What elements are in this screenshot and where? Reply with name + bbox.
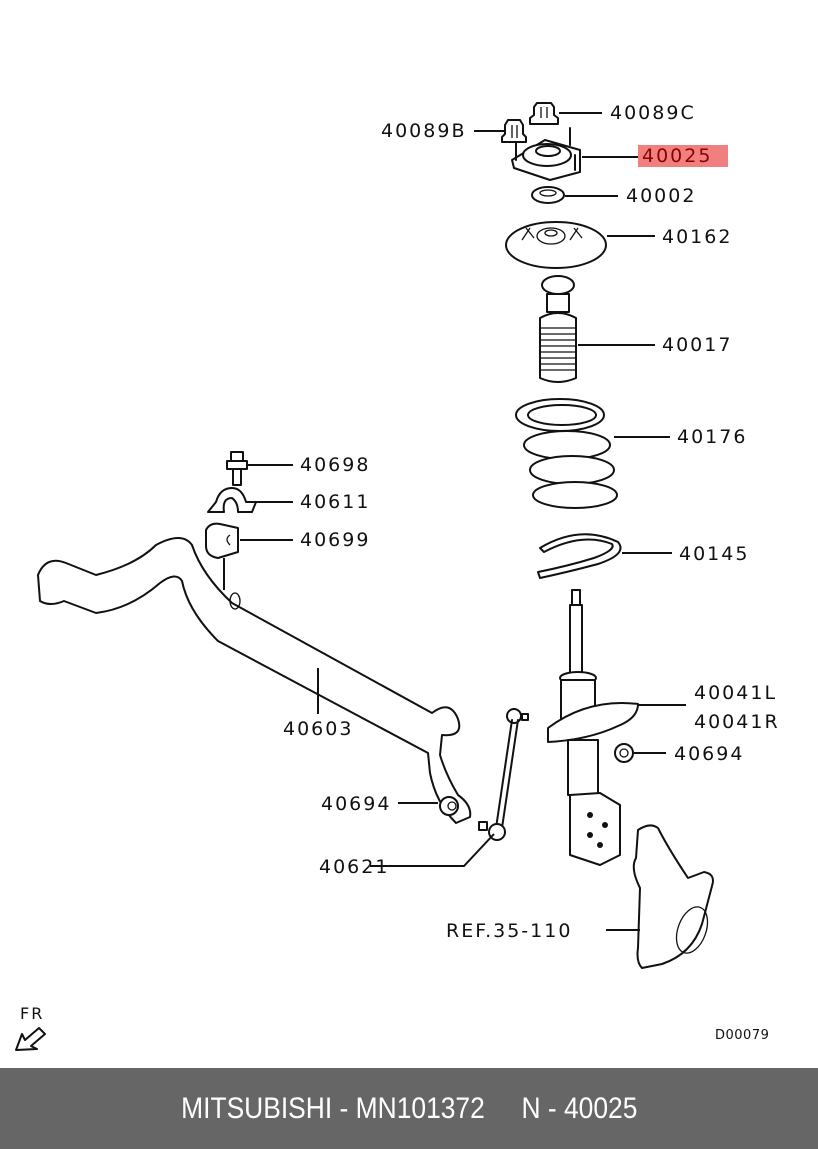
callout-40698[interactable]: 40698 [300,454,371,476]
callout-40025-highlighted[interactable]: 40025 [638,145,729,167]
stabilizer-bar-part[interactable] [37,537,472,824]
bump-stop-boot-part[interactable] [539,275,577,383]
callout-40145[interactable]: 40145 [679,543,750,565]
part-info-footer: MITSUBISHI - MN101372 N - 40025 [0,1068,818,1149]
stabilizer-bracket-bolt-part[interactable] [226,451,248,486]
callout-40176[interactable]: 40176 [677,426,748,448]
coil-spring-part[interactable] [515,398,618,509]
stabilizer-bushing-part[interactable] [205,522,239,559]
callout-40017[interactable]: 40017 [662,334,733,356]
lower-spring-pad-part[interactable] [537,533,622,579]
stabilizer-bracket-part[interactable] [207,487,257,513]
callout-40041R[interactable]: 40041R [694,711,780,733]
callout-40621[interactable]: 40621 [319,856,390,878]
bearing-part[interactable] [531,186,565,204]
callout-40162[interactable]: 40162 [662,226,733,248]
callout-40089C[interactable]: 40089C [610,102,696,124]
strut-assembly-part[interactable] [547,589,639,866]
callout-40611[interactable]: 40611 [300,491,371,513]
callout-40002[interactable]: 40002 [626,185,697,207]
stabilizer-link-part[interactable] [478,708,529,841]
callout-40089B[interactable]: 40089B [381,120,467,142]
callout-40041L[interactable]: 40041L [694,682,778,704]
front-direction-label: FR [20,1004,45,1023]
callout-40694-lower[interactable]: 40694 [321,793,392,815]
callout-40603[interactable]: 40603 [283,718,354,740]
exploded-parts-diagram [15,102,714,1051]
callout-40694-upper[interactable]: 40694 [674,743,745,765]
front-arrow-icon [15,1027,46,1051]
link-nut-upper-part[interactable] [614,743,634,763]
strut-top-mount-part[interactable] [511,127,581,181]
drawing-code: D00079 [715,1028,770,1043]
upper-spring-seat-part[interactable] [505,221,607,269]
steering-knuckle-part[interactable] [632,824,714,969]
strut-top-nut-part[interactable] [529,102,559,125]
callout-ref-35-110[interactable]: REF.35-110 [446,920,573,942]
link-nut-lower-part[interactable] [439,796,459,816]
mount-nut-part[interactable] [501,119,527,143]
footer-part-text: MITSUBISHI - MN101372 N - 40025 [180,1091,638,1125]
callout-40699[interactable]: 40699 [300,529,371,551]
leader-40621 [370,833,495,867]
